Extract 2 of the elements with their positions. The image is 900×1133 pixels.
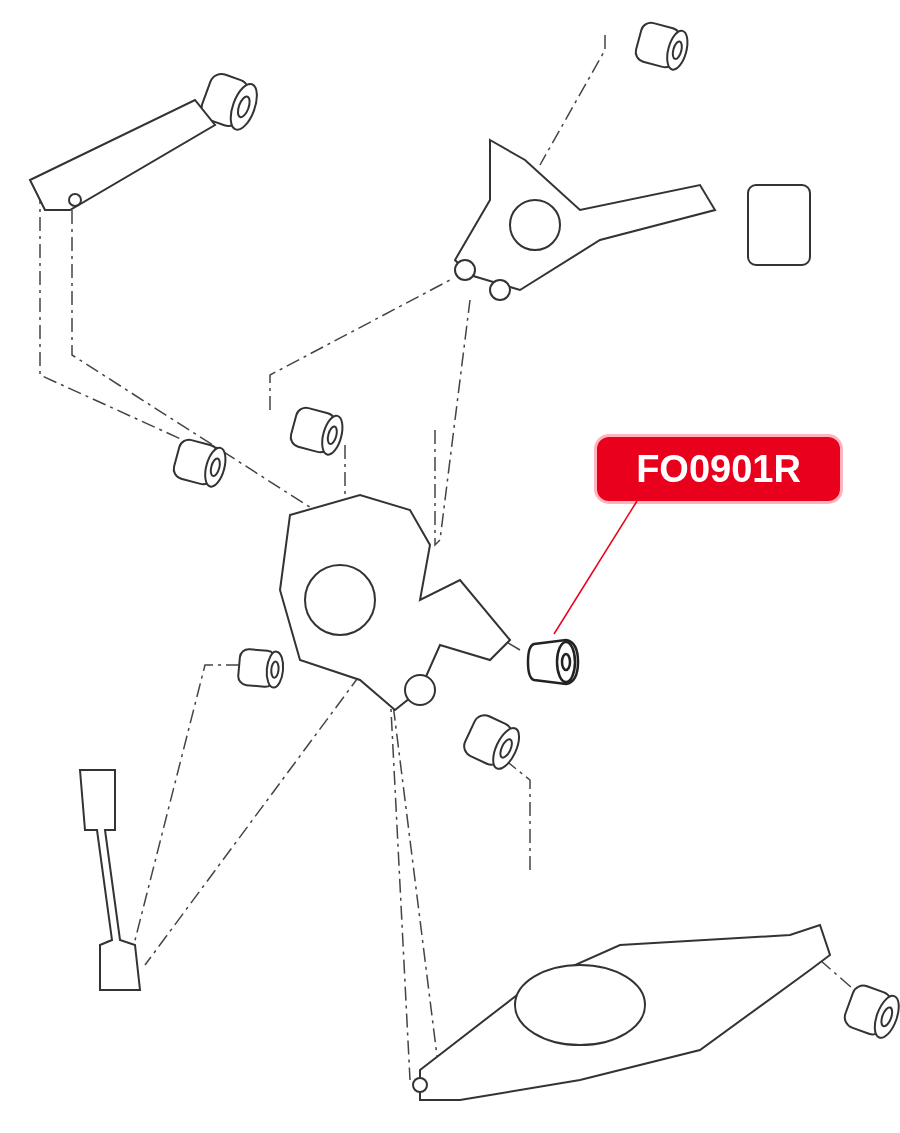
part-number-label: FO0901R: [597, 437, 840, 501]
leader-line: [553, 500, 638, 635]
